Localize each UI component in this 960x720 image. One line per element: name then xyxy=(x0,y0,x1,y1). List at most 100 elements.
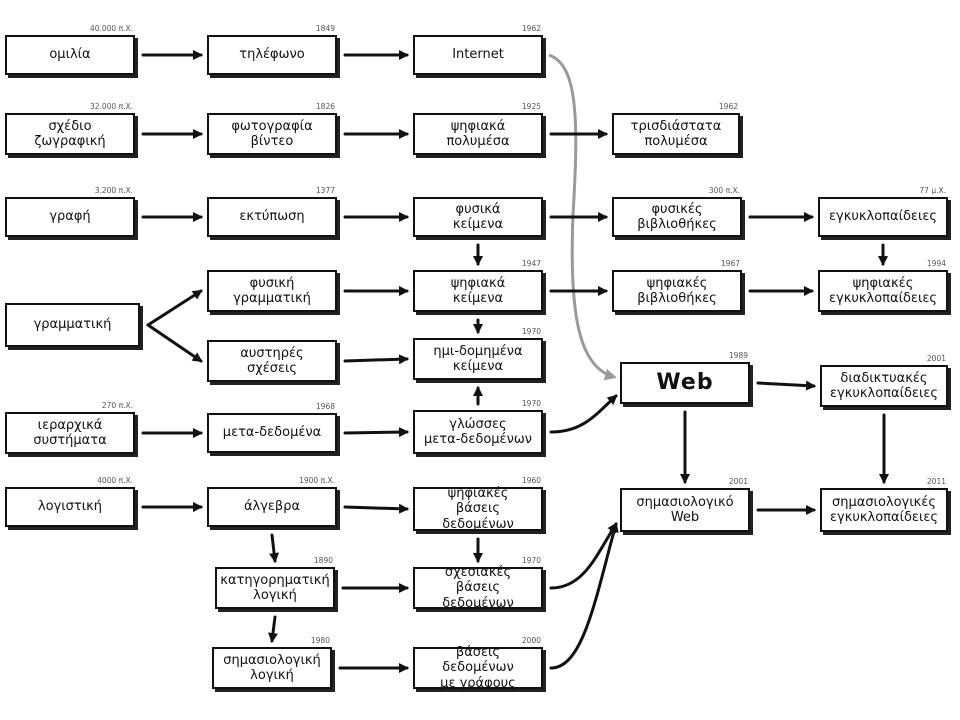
node-date: 1849 xyxy=(315,24,335,33)
node-fotografia: φωτογραφία βίντεο xyxy=(207,113,337,155)
node-label: Internet xyxy=(452,47,504,63)
node-label: βάσεις δεδομένων με γράφους xyxy=(440,645,516,691)
node-label: ψηφιακά κείμενα xyxy=(450,275,506,306)
node-date: 1968 xyxy=(315,402,335,411)
node-date: 1960 xyxy=(521,476,541,485)
node-grafi: γραφή xyxy=(5,197,135,237)
node-date: 32.000 π.Χ. xyxy=(89,102,133,111)
edge-sxesiakes-to-simasiologiko-web xyxy=(549,522,618,590)
node-simasiologikes-egk: σημασιολογικές εγκυκλοπαίδειες xyxy=(820,488,948,532)
node-psif-vivliothikes: ψηφιακές βιβλιοθήκες xyxy=(612,270,742,312)
node-sxedio: σχέδιο ζωγραφική xyxy=(5,113,135,155)
node-label: λογιστική xyxy=(37,499,103,515)
node-sxesiakes: σχεσιακές βάσεις δεδομένων xyxy=(413,565,543,611)
edge-grammatiki-to-fys-grammatiki xyxy=(146,289,203,327)
node-ierarxika: ιεραρχικά συστήματα xyxy=(5,412,135,454)
node-fys-keimena: φυσικά κείμενα xyxy=(413,197,543,237)
edge-algevra-to-katigorimatiki xyxy=(269,533,280,563)
node-imidomimena: ημι-δομημένα κείμενα xyxy=(413,338,543,380)
edge-grammatiki-to-austires xyxy=(146,323,203,363)
node-label: άλγεβρα xyxy=(243,499,301,515)
node-label: σημασιολογικό Web xyxy=(636,494,734,525)
node-date: 3.200 π.Χ. xyxy=(94,186,133,195)
node-label: μετα-δεδομένα xyxy=(222,425,322,441)
node-logistiki: λογιστική xyxy=(5,487,135,527)
node-label: φυσική γραμματική xyxy=(233,275,311,306)
node-label: ημι-δομημένα κείμενα xyxy=(433,343,523,374)
node-grammatiki: γραμματική xyxy=(5,303,140,347)
node-label: ομιλία xyxy=(49,47,91,63)
edge-glosses-to-web xyxy=(549,394,618,434)
node-label: τηλέφωνο xyxy=(239,47,305,63)
edge-katigorimatiki-to-simasiologiki-logiki xyxy=(268,615,278,643)
node-omilia: ομιλία xyxy=(5,35,135,75)
node-date: 1925 xyxy=(521,102,541,111)
node-label: εκτύπωση xyxy=(239,209,305,225)
node-label: γλώσσες μετα-δεδομένων xyxy=(424,416,532,447)
node-label: φυσικά κείμενα xyxy=(452,201,504,232)
node-trisdiastata: τρισδιάστατα πολυμέσα xyxy=(612,113,740,155)
node-date: 1900 π.Χ. xyxy=(299,476,335,485)
node-date: 1890 xyxy=(313,556,333,565)
node-label: σχέδιο ζωγραφική xyxy=(34,118,106,149)
node-label: σημασιολογική λογική xyxy=(223,652,321,683)
node-label: ψηφιακές βάσεις δεδομένων xyxy=(442,486,514,532)
node-date: 4000 π.Χ. xyxy=(97,476,133,485)
edge-austires-to-imidomimena xyxy=(343,354,409,365)
node-date: 2000 xyxy=(521,636,541,645)
node-date: 1377 xyxy=(315,186,335,195)
node-label: γραμματική xyxy=(33,317,112,333)
node-fys-grammatiki: φυσική γραμματική xyxy=(207,270,337,312)
node-label: ψηφιακές βιβλιοθήκες xyxy=(637,275,717,306)
node-date: 270 π.Χ. xyxy=(101,401,133,410)
node-label: φυσικές βιβλιοθήκες xyxy=(637,201,717,232)
node-tilefono: τηλέφωνο xyxy=(207,35,337,75)
node-label: διαδικτυακές εγκυκλοπαίδειες xyxy=(829,370,939,401)
edge-algevra-to-psif-vaseis xyxy=(343,503,409,514)
node-date: 1947 xyxy=(521,259,541,268)
node-label: σχεσιακές βάσεις δεδομένων xyxy=(442,565,514,611)
node-date: 1970 xyxy=(521,327,541,336)
node-date: 2001 xyxy=(728,477,748,486)
node-date: 1967 xyxy=(720,259,740,268)
edge-metadedomena-to-glosses xyxy=(343,427,409,438)
edge-web-to-diadiktyakes xyxy=(756,380,816,391)
node-austires: αυστηρές σχέσεις xyxy=(207,340,337,382)
node-date: 300 π.Χ. xyxy=(708,186,740,195)
node-label: ιεραρχικά συστήματα xyxy=(33,417,107,448)
node-date: 1980 xyxy=(310,636,330,645)
node-psif-vaseis: ψηφιακές βάσεις δεδομένων xyxy=(413,486,543,532)
node-psif-egkyklopaideies: ψηφιακές εγκυκλοπαίδειες xyxy=(818,270,948,312)
node-algevra: άλγεβρα xyxy=(207,487,337,527)
node-egkyklopaideies: εγκυκλοπαίδειες xyxy=(818,197,948,237)
node-psif-keimena: ψηφιακά κείμενα xyxy=(413,270,543,312)
node-label: Web xyxy=(656,370,714,396)
node-label: ψηφιακές εγκυκλοπαίδειες xyxy=(828,275,938,306)
node-date: 2011 xyxy=(926,477,946,486)
node-ektyposi: εκτύπωση xyxy=(207,197,337,237)
node-date: 1962 xyxy=(521,24,541,33)
node-date: 1826 xyxy=(315,102,335,111)
node-diadiktyakes: διαδικτυακές εγκυκλοπαίδειες xyxy=(820,365,948,407)
node-label: φωτογραφία βίντεο xyxy=(231,118,313,149)
edge-internet-to-web xyxy=(548,53,617,381)
node-label: ψηφιακά πολυμέσα xyxy=(446,118,510,149)
edge-vaseis-grafous-to-simasiologiko-web xyxy=(549,522,619,670)
node-label: εγκυκλοπαίδειες xyxy=(828,209,938,225)
node-vaseis-grafous: βάσεις δεδομένων με γράφους xyxy=(413,645,543,691)
node-date: 1970 xyxy=(521,399,541,408)
node-web: Web xyxy=(620,362,750,404)
node-label: σημασιολογικές εγκυκλοπαίδειες xyxy=(829,494,939,525)
node-glosses: γλώσσες μετα-δεδομένων xyxy=(413,410,543,454)
node-metadedomena: μετα-δεδομένα xyxy=(207,413,337,453)
node-date: 40.000 π.Χ. xyxy=(89,24,133,33)
node-label: τρισδιάστατα πολυμέσα xyxy=(630,118,722,149)
node-simasiologiko-web: σημασιολογικό Web xyxy=(620,488,750,532)
node-fys-vivliothikes: φυσικές βιβλιοθήκες xyxy=(612,197,742,237)
node-label: αυστηρές σχέσεις xyxy=(240,345,304,376)
node-katigorimatiki: κατηγορηματική λογική xyxy=(215,567,335,609)
node-psif-polymesa: ψηφιακά πολυμέσα xyxy=(413,113,543,155)
node-date: 2001 xyxy=(926,354,946,363)
node-date: 77 μ.Χ. xyxy=(919,186,946,195)
